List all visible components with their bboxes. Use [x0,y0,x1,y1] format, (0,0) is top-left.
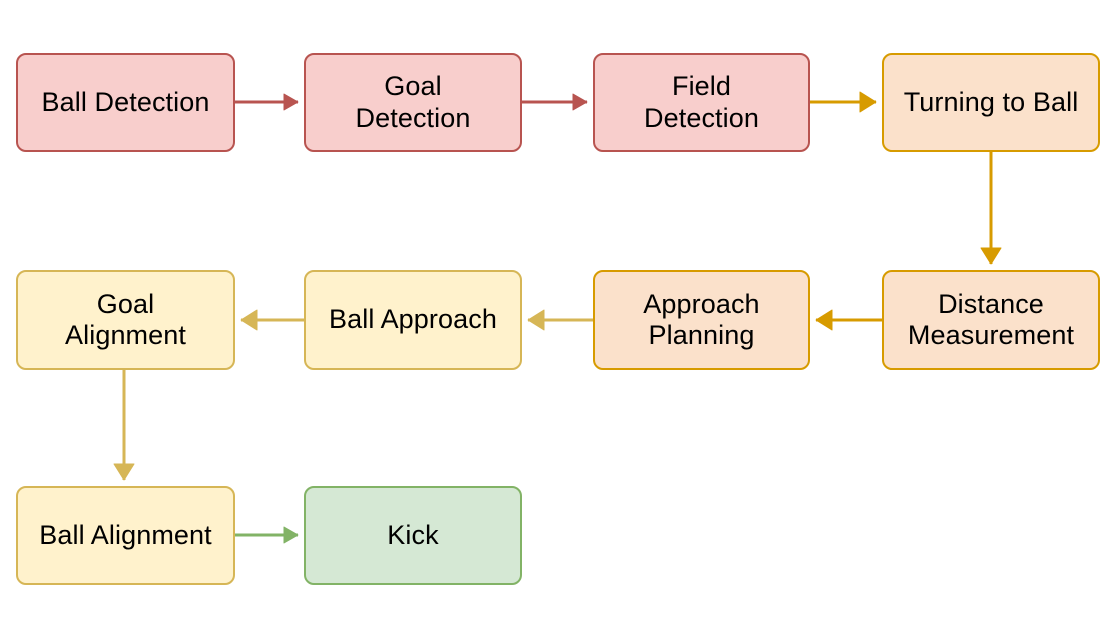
node-label-ball-detection: Ball Detection [41,86,210,117]
node-goal-detection[interactable]: Goal Detection [304,53,522,152]
arrowhead-icon-ball-detection-to-goal-detection [283,93,299,111]
node-ball-approach[interactable]: Ball Approach [304,270,522,370]
node-label-ball-approach: Ball Approach [329,304,497,335]
arrowhead-icon-approach-planning-to-ball-approach [527,309,545,331]
node-label-field-detection: Field Detection [644,71,759,133]
edge-distance-measurement-to-approach-planning [815,309,882,331]
edge-approach-planning-to-ball-approach [527,309,593,331]
arrowhead-icon-turning-to-ball-to-distance-measurement [980,247,1002,265]
edge-ball-approach-to-goal-alignment [240,309,304,331]
node-turning-to-ball[interactable]: Turning to Ball [882,53,1100,152]
node-label-ball-alignment: Ball Alignment [39,519,212,550]
edge-goal-alignment-to-ball-alignment [113,370,135,481]
arrowhead-icon-distance-measurement-to-approach-planning [815,309,833,331]
edge-goal-detection-to-field-detection [522,93,588,111]
node-goal-alignment[interactable]: Goal Alignment [16,270,235,370]
node-label-kick: Kick [387,519,439,550]
arrowhead-icon-ball-approach-to-goal-alignment [240,309,258,331]
node-label-goal-alignment: Goal Alignment [65,288,186,350]
node-ball-detection[interactable]: Ball Detection [16,53,235,152]
node-label-approach-planning: Approach Planning [643,288,760,350]
node-label-goal-detection: Goal Detection [355,71,471,133]
arrowhead-icon-ball-alignment-to-kick [283,526,299,544]
edge-field-detection-to-turning-to-ball [810,91,877,113]
node-distance-measurement[interactable]: Distance Measurement [882,270,1100,370]
arrowhead-icon-goal-detection-to-field-detection [572,93,588,111]
node-ball-alignment[interactable]: Ball Alignment [16,486,235,585]
edge-ball-alignment-to-kick [235,526,299,544]
node-label-distance-measurement: Distance Measurement [907,288,1075,350]
node-label-turning-to-ball: Turning to Ball [903,86,1079,117]
edge-turning-to-ball-to-distance-measurement [980,152,1002,265]
node-kick[interactable]: Kick [304,486,522,585]
node-field-detection[interactable]: Field Detection [593,53,810,152]
edge-ball-detection-to-goal-detection [235,93,299,111]
arrowhead-icon-goal-alignment-to-ball-alignment [113,463,135,481]
arrowhead-icon-field-detection-to-turning-to-ball [859,91,877,113]
node-approach-planning[interactable]: Approach Planning [593,270,810,370]
